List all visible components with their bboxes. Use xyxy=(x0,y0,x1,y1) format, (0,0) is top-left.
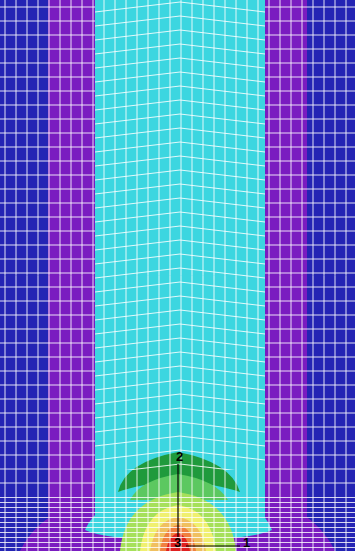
point-number: 3 xyxy=(174,536,181,549)
point-number: 1 xyxy=(243,536,250,549)
point-number: 2 xyxy=(176,450,183,463)
